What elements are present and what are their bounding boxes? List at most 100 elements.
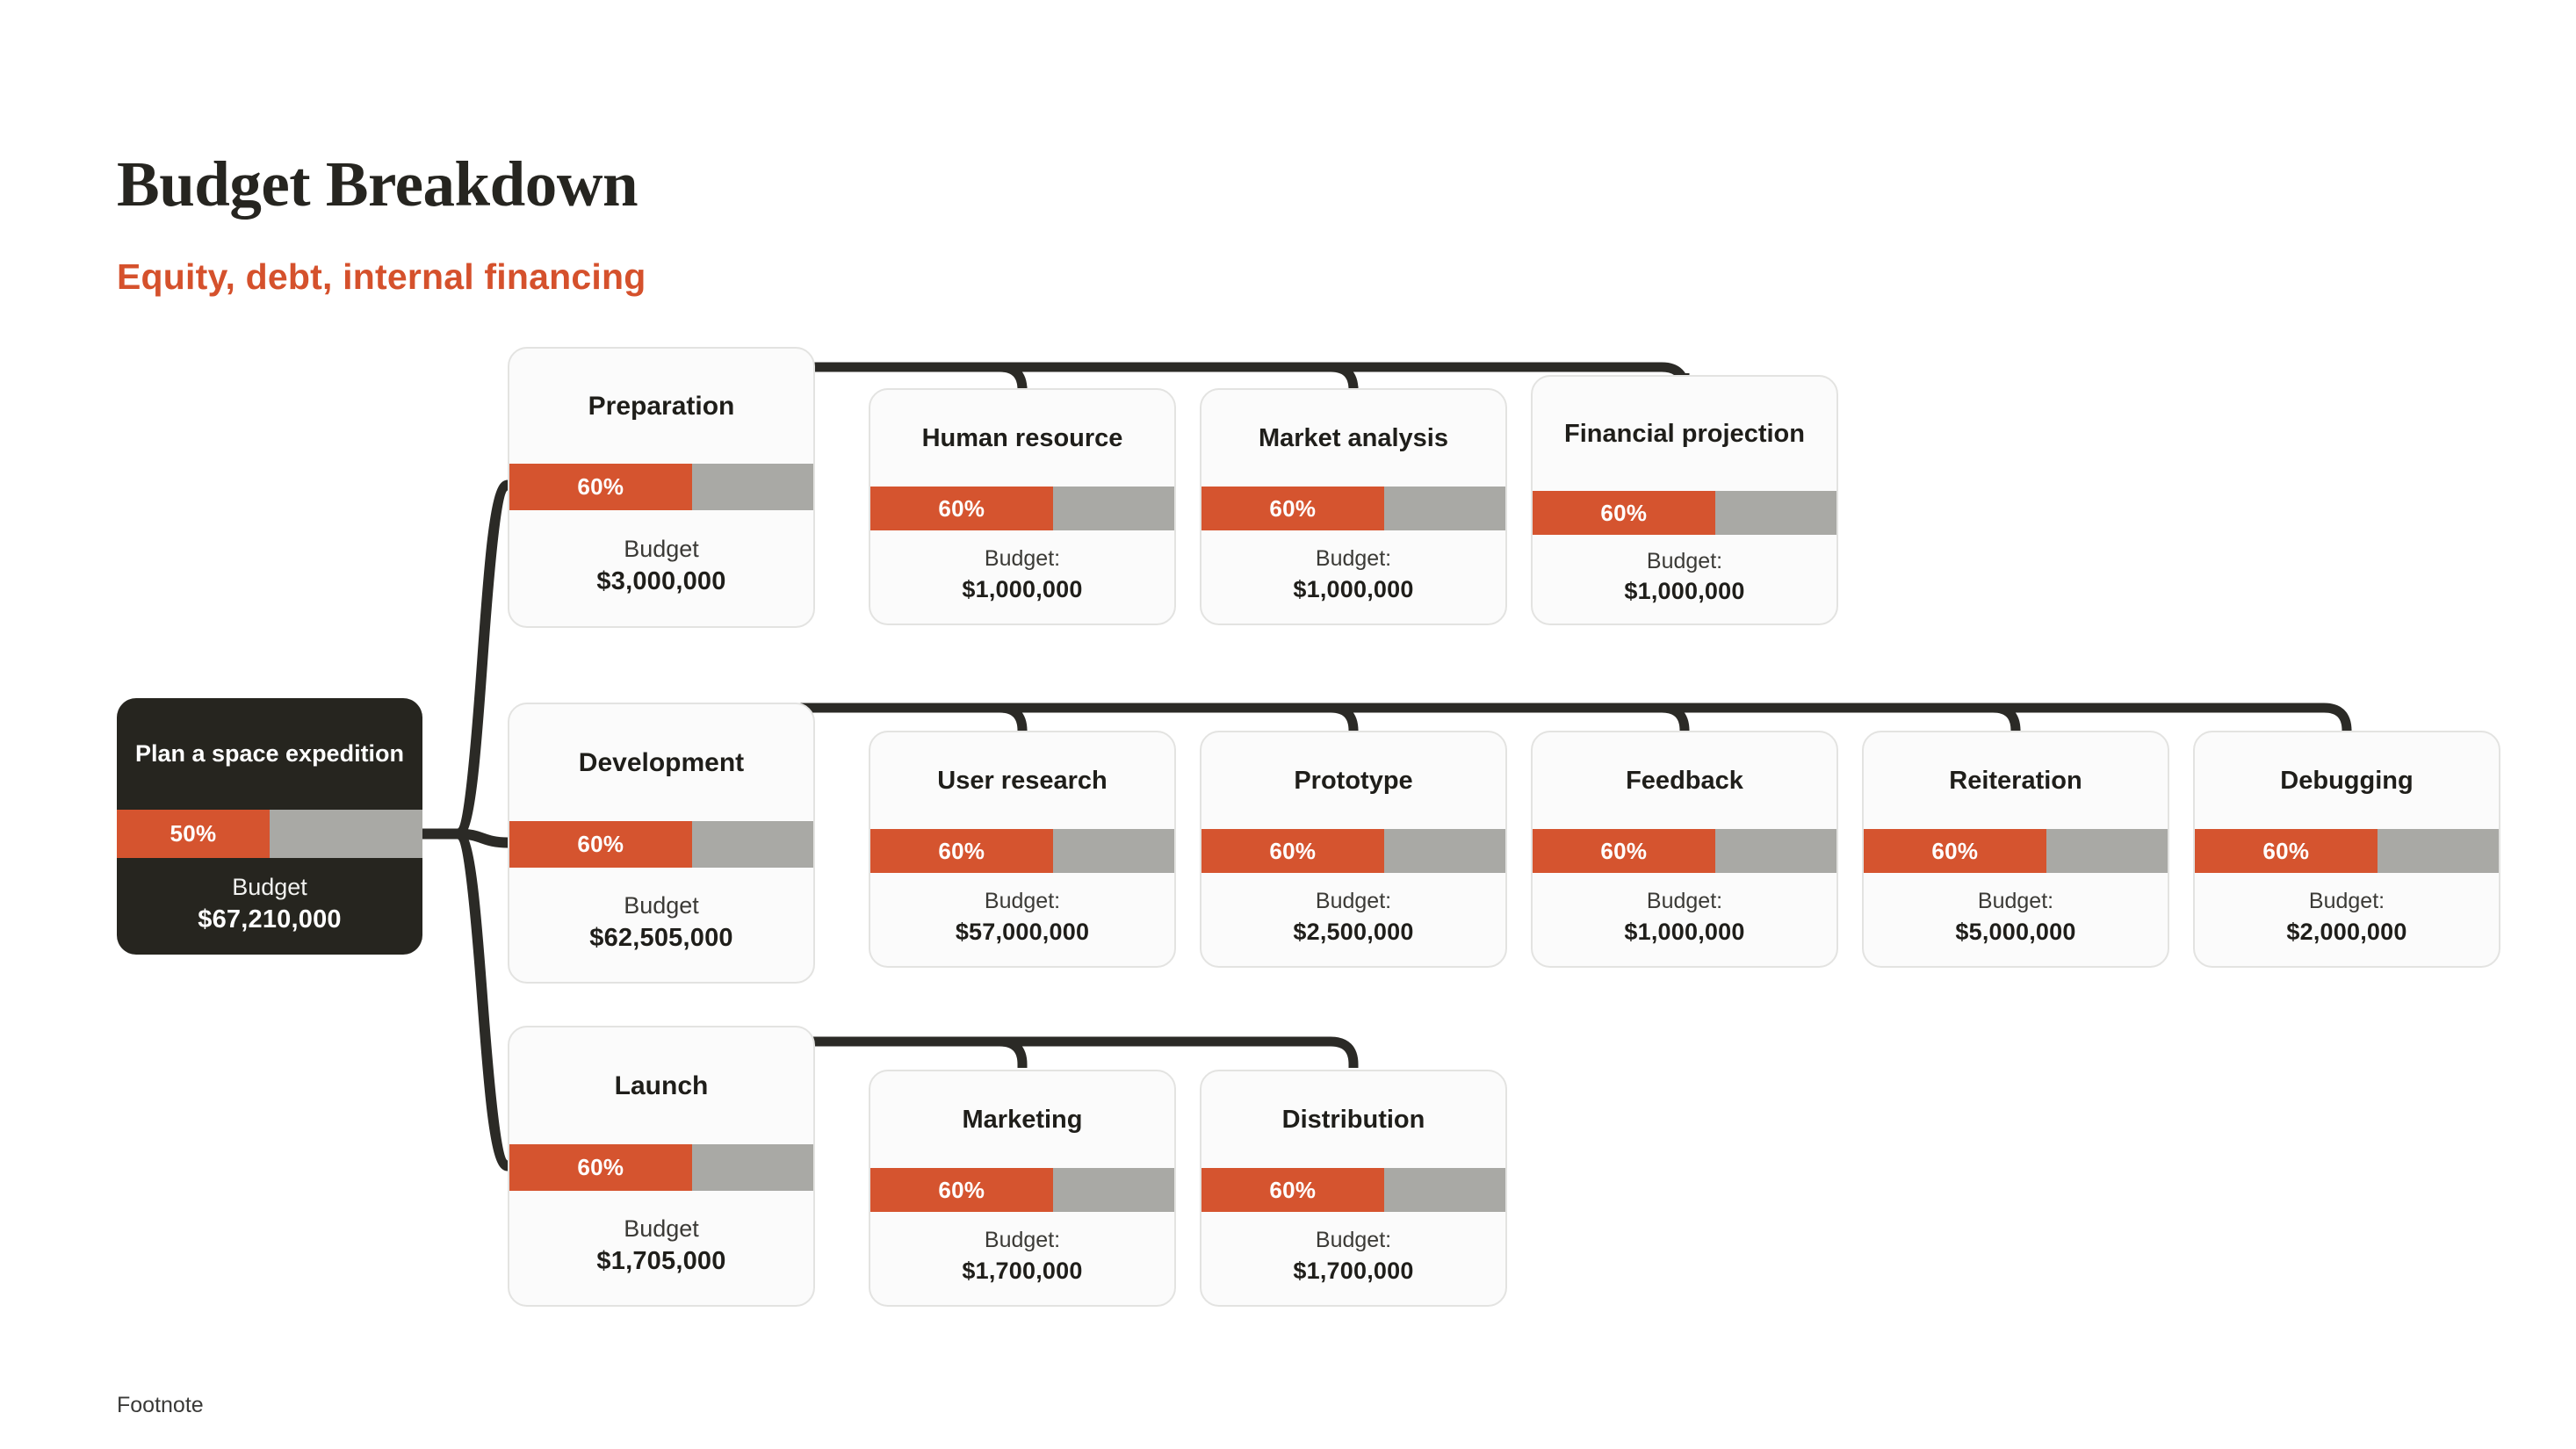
root-node-title: Plan a space expedition: [134, 739, 405, 767]
leaf-node-0-2-title: Financial projection: [1564, 419, 1805, 448]
leaf-node-2-1-budget-label: Budget:: [1315, 1228, 1392, 1253]
branch-node-1-title: Development: [578, 747, 745, 777]
leaf-node-1-4-budget: Budget:$2,000,000: [2195, 873, 2499, 966]
leaf-node-2-1-budget-value: $1,700,000: [1293, 1257, 1414, 1284]
branch-node-2-progress-fill: 60%: [509, 1144, 692, 1191]
leaf-node-0-2-progress-bar[interactable]: 60%: [1533, 491, 1836, 535]
leaf-node-0-0-progress-fill: 60%: [870, 487, 1053, 530]
page-subtitle: Equity, debt, internal financing: [117, 256, 646, 297]
branch-node-1-budget: Budget $62,505,000: [509, 868, 813, 982]
leaf-node-0-0-progress-bar[interactable]: 60%: [870, 487, 1174, 530]
leaf-node-1-3-budget-value: $5,000,000: [1955, 918, 2076, 945]
branch-node-1[interactable]: Development 60% Budget $62,505,000: [508, 703, 815, 984]
branch-node-0-title: Preparation: [588, 391, 735, 421]
branch-node-1-budget-value: $62,505,000: [589, 923, 733, 952]
leaf-node-0-1-percent-label: 60%: [1269, 494, 1317, 522]
branch-node-0-progress-bar[interactable]: 60%: [509, 464, 813, 510]
leaf-node-2-1-progress-fill: 60%: [1201, 1168, 1384, 1212]
leaf-node-0-1-budget-value: $1,000,000: [1293, 575, 1414, 602]
root-node-percent-label: 50%: [170, 820, 217, 847]
connector-path: [1330, 1036, 1359, 1068]
connector-path: [999, 362, 1028, 391]
leaf-node-0-1-budget-label: Budget:: [1315, 546, 1392, 572]
leaf-node-1-0-progress-bar[interactable]: 60%: [870, 829, 1174, 873]
leaf-node-1-3[interactable]: Reiteration 60% Budget: $5,000,000: [1862, 731, 2169, 968]
leaf-node-0-1-title: Market analysis: [1258, 423, 1448, 452]
page-title: Budget Breakdown: [117, 148, 639, 220]
connector-path: [1992, 703, 2021, 732]
leaf-node-1-3-budget: Budget: $5,000,000: [1864, 873, 2168, 966]
leaf-node-1-0-budget: Budget:$57,000,000: [870, 873, 1174, 966]
leaf-node-2-1-progress-bar[interactable]: 60%: [1201, 1168, 1505, 1212]
branch-node-2-progress-bar[interactable]: 60%: [509, 1144, 813, 1191]
leaf-node-1-3-progress-bar[interactable]: 60%: [1864, 829, 2168, 873]
leaf-node-1-3-budget-label: Budget:: [1977, 889, 2054, 914]
leaf-node-1-2-percent-label: 60%: [1600, 837, 1648, 864]
leaf-node-0-2-progress-fill: 60%: [1533, 491, 1715, 535]
leaf-node-0-0[interactable]: Human resource 60% Budget: $1,000,000: [869, 388, 1176, 625]
branch-node-1-budget-label: Budget: [624, 892, 699, 919]
footnote: Footnote: [117, 1393, 204, 1417]
leaf-node-0-2-budget: Budget: $1,000,000: [1533, 535, 1836, 624]
leaf-node-1-4-percent-label: 60%: [2262, 837, 2310, 864]
leaf-node-0-1[interactable]: Market analysis 60% Budget: $1,000,000: [1200, 388, 1507, 625]
connector-path: [999, 703, 1028, 732]
connector-path: [1330, 703, 1359, 732]
leaf-node-0-0-budget-label: Budget:: [984, 546, 1061, 572]
leaf-node-1-1-progress-bar[interactable]: 60%: [1201, 829, 1505, 873]
root-node-budget-label: Budget: [232, 874, 307, 901]
root-node-progress-bar[interactable]: 50%: [117, 810, 422, 858]
leaf-node-1-0-budget-value: $57,000,000: [955, 918, 1090, 945]
root-node-budget-value: $67,210,000: [198, 905, 342, 934]
leaf-node-0-2-budget-value: $1,000,000: [1624, 578, 1745, 605]
leaf-node-1-4-progress-bar[interactable]: 60%: [2195, 829, 2499, 873]
leaf-node-0-1-progress-bar[interactable]: 60%: [1201, 487, 1505, 530]
leaf-node-2-0-budget-label: Budget:: [984, 1228, 1061, 1253]
branch-node-1-progress-bar[interactable]: 60%: [509, 821, 813, 868]
leaf-node-1-4-title: Debugging: [2280, 766, 2414, 795]
leaf-node-0-0-title: Human resource: [921, 423, 1123, 452]
leaf-node-2-1-title: Distribution: [1281, 1105, 1425, 1134]
leaf-node-1-1-percent-label: 60%: [1269, 837, 1317, 864]
branch-node-2-budget-value: $1,705,000: [596, 1246, 726, 1275]
leaf-node-2-0-budget: Budget: $1,700,000: [870, 1212, 1174, 1305]
leaf-node-0-2-budget-label: Budget:: [1646, 548, 1723, 573]
leaf-node-1-0-progress-fill: 60%: [870, 829, 1053, 873]
leaf-node-1-1[interactable]: Prototype 60% Budget:$2,500,000: [1200, 731, 1507, 968]
leaf-node-2-1[interactable]: Distribution 60% Budget: $1,700,000: [1200, 1070, 1507, 1307]
leaf-node-1-0-title: User research: [937, 766, 1108, 795]
leaf-node-1-4-progress-fill: 60%: [2195, 829, 2378, 873]
branch-node-0[interactable]: Preparation 60% Budget$3,000,000: [508, 347, 815, 628]
connector-path: [1330, 362, 1359, 391]
branch-node-1-percent-label: 60%: [577, 831, 624, 857]
leaf-node-1-2-title: Feedback: [1626, 766, 1743, 795]
branch-node-1-progress-fill: 60%: [509, 821, 692, 868]
leaf-node-1-3-title: Reiteration: [1949, 766, 2082, 795]
leaf-node-0-2[interactable]: Financial projection 60% Budget: $1,000,000: [1531, 375, 1838, 625]
leaf-node-2-0-progress-bar[interactable]: 60%: [870, 1168, 1174, 1212]
leaf-node-2-0-budget-value: $1,700,000: [962, 1257, 1083, 1284]
leaf-node-1-2-progress-bar[interactable]: 60%: [1533, 829, 1836, 873]
root-node[interactable]: Plan a space expedition 50% Budget $67,210,…: [117, 698, 422, 955]
leaf-node-2-0[interactable]: Marketing 60% Budget: $1,700,000: [869, 1070, 1176, 1307]
leaf-node-1-0-percent-label: 60%: [938, 837, 985, 864]
leaf-node-1-1-budget-value: $2,500,000: [1293, 918, 1414, 945]
connector-path: [454, 828, 511, 1171]
leaf-node-1-0[interactable]: User research 60% Budget:$57,000,000: [869, 731, 1176, 968]
leaf-node-1-4-budget-label: Budget:: [2308, 889, 2385, 914]
branch-node-0-percent-label: 60%: [577, 473, 624, 500]
leaf-node-1-1-budget: Budget:$2,500,000: [1201, 873, 1505, 966]
leaf-node-1-2-progress-fill: 60%: [1533, 829, 1715, 873]
branch-node-0-budget: Budget$3,000,000: [509, 510, 813, 626]
leaf-node-0-0-budget-value: $1,000,000: [962, 575, 1083, 602]
leaf-node-2-0-progress-fill: 60%: [870, 1168, 1053, 1212]
leaf-node-1-4[interactable]: Debugging 60% Budget:$2,000,000: [2193, 731, 2500, 968]
leaf-node-2-0-title: Marketing: [962, 1105, 1083, 1134]
leaf-node-1-1-title: Prototype: [1294, 766, 1413, 795]
leaf-node-2-0-percent-label: 60%: [938, 1176, 985, 1203]
branch-node-0-budget-value: $3,000,000: [596, 566, 726, 595]
connector-path: [999, 1036, 1028, 1068]
